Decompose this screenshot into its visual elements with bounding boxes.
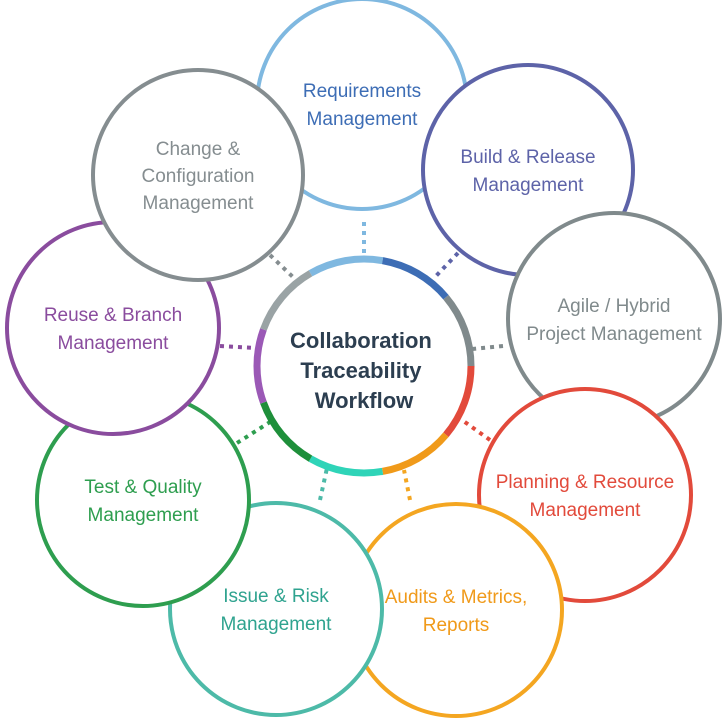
center-line-2: Traceability [300,358,422,383]
node-label-line: Build & Release [460,147,595,168]
node-label-line: Planning & Resource [496,472,675,493]
node-label-line: Requirements [303,81,421,102]
center-ring-segment [443,294,475,367]
center-ring [253,255,475,477]
node-label-line: Management [473,175,585,196]
node-label-line: Audits & Metrics, [385,587,528,608]
connector-change-config [268,253,298,282]
node-label-line: Reports [423,615,490,636]
center-ring-segment [308,455,384,477]
node-label-line: Management [88,505,200,526]
node-label-line: Project Management [526,324,702,345]
center-ring-segment [381,432,449,475]
connector-planning-resource [460,418,492,442]
node-label-line: Management [307,109,419,130]
node-label-line: Management [58,333,170,354]
center-line-3: Workflow [315,388,414,413]
node-label-line: Management [143,193,255,214]
connector-issue-risk [318,467,329,501]
connector-agile-hybrid [471,344,504,351]
node-label-line: Configuration [141,166,254,187]
center-ring-segment [381,257,449,300]
node-label-audits-metrics: Audits & Metrics, Reports [385,587,528,636]
node-label-line: Management [530,500,642,521]
center-title: Collaboration Traceability Workflow [290,328,438,413]
node-label-line: Change & [156,139,241,160]
node-label-line: Management [221,614,333,635]
connector-build-release [434,251,460,278]
connector-test-quality [235,420,272,445]
center-ring-segment [443,365,475,438]
center-ring-segment [260,270,313,331]
center-line-1: Collaboration [290,328,432,353]
connector-audits-metrics [402,469,412,501]
center-hub: Collaboration Traceability Workflow [253,255,475,477]
node-circle-change-config [91,68,305,282]
center-ring-segment [308,255,384,277]
connectors [219,222,504,501]
center-ring-segment [253,328,267,404]
node-label-line: Test & Quality [84,477,202,498]
node-label-line: Reuse & Branch [44,305,182,326]
node-label-line: Issue & Risk [223,586,329,607]
node-label-line: Agile / Hybrid [558,296,671,317]
connector-reuse-branch [219,344,257,350]
center-ring-segment [260,401,313,462]
